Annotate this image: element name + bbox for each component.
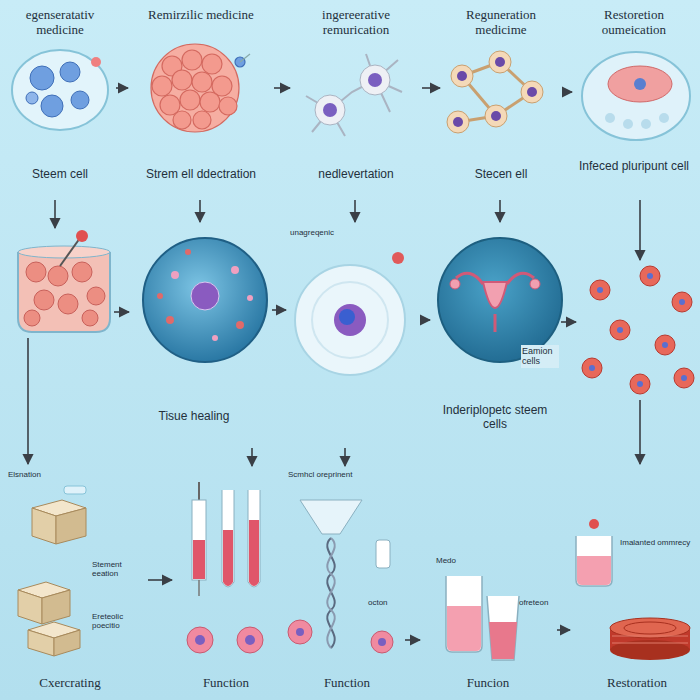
flow-arrow [422,87,440,89]
stage-cell: Medo ofreteonFuncion [420,466,557,696]
stage-caption: Infeced pluripunt cell [576,160,692,174]
funnel-helix [288,500,393,653]
flow-arrow [251,448,253,466]
stage-heading: egenseratativ medicine [6,8,114,38]
small-label: Medo [436,556,466,565]
inner-label: Eamion cells [521,345,559,368]
red-cells [582,266,694,394]
small-label: Imalanted ommrecy [620,538,692,547]
flow-arrow [405,639,420,641]
stage-caption: Inderiplopetc steem cells [434,404,556,432]
pale-cell [295,252,405,375]
stage-caption: nedlevertation [294,168,418,182]
flow-arrow [274,87,290,89]
flow-arrow [344,448,346,466]
flow-arrow [557,629,570,631]
flow-arrow [420,319,430,321]
flow-arrow [28,200,640,464]
cell-network [447,51,543,133]
stage-heading: ingereerative remurication [294,8,418,38]
stage-caption: Strem ell ddectration [132,168,270,182]
stage-cell: Imalanted ommrecyRestoration [570,466,696,696]
small-label: ofreteon [519,598,555,607]
stage-cell: Function [172,466,280,696]
uterus-sphere [438,238,562,362]
flow-arrow [148,579,172,581]
stage-caption: Stecen ell [444,168,558,182]
stage-heading: Restoretion oumeication [576,8,692,38]
stage-heading: Reguneration medicime [444,8,558,38]
stage-cell: unagreqenic [286,222,420,448]
stage-footer: Restoration [582,676,692,691]
small-label: Ereteolic poecitio [92,612,146,630]
stage-caption: Steem cell [6,168,114,182]
flow-arrow [116,87,128,89]
stage-heading: Remirzilic medicine [132,8,270,23]
cell-cluster [151,44,250,132]
stage-cell: Tisue healing [130,222,272,448]
stage-caption: Tisue healing [146,410,242,424]
stage-cell: ingereerative remurication nedlevertation [290,4,422,200]
stage-cell: egenseratativ medicineSteem cell [4,4,116,200]
flow-arrow [272,309,286,311]
stage-footer: Funcion [438,676,538,691]
stage-cell: Remirzilic medicineStrem ell ddectration [128,4,274,200]
stage-cell: Reguneration medicimeStecen ell [440,4,562,200]
small-label: octon [368,598,402,607]
stem-cell-blob [12,50,108,130]
syringe-tubes [187,482,263,653]
flow-arrow [499,200,501,222]
beaker [18,230,110,332]
tissue-sphere [143,238,267,362]
stage-cell: ElsnationStement eeationEreteolic poecit… [4,466,148,696]
flow-arrow [354,200,356,222]
flow-arrow [199,200,201,222]
stage-cell: Scmhcl oreprinent octonFunction [285,466,405,696]
stage-cell: Eamion cellsInderiplopetc steem cells [430,222,561,448]
stage-footer: Cxercrating [8,676,132,691]
beakers [446,576,519,660]
scaffold-cubes [18,486,86,656]
stage-footer: Function [176,676,276,691]
small-label: unagreqenic [290,228,362,237]
pluripotent-cell [582,52,690,140]
small-label: Elsnation [8,470,68,479]
neuron-cells [306,54,402,136]
flow-arrow [562,91,572,93]
stage-footer: Function [295,676,399,691]
small-label: Stement eeation [92,560,146,578]
small-label: Scmhcl oreprinent [288,470,368,479]
stage-cell: Restoretion oumeicationInfeced pluripunt… [572,4,696,200]
